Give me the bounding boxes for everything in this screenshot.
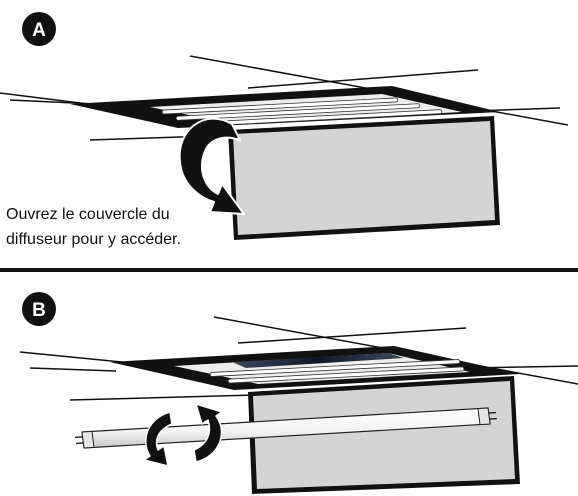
fixture-frame-b — [110, 346, 520, 390]
panel-a: A — [0, 12, 569, 248]
diffuser-lid-a — [228, 116, 500, 240]
badge-b: B — [22, 292, 56, 326]
tubes-a — [161, 97, 443, 127]
tubes-b — [209, 359, 465, 384]
curved-down-arrow-icon — [178, 117, 245, 215]
badge-a-label: A — [32, 20, 46, 41]
fluorescent-tube — [74, 407, 498, 449]
badge-a: A — [22, 12, 56, 46]
caption-a-line2: diffuseur pour y accéder. — [6, 231, 181, 248]
badge-b-label: B — [32, 300, 46, 321]
caption-a: Ouvrez le couvercle du diffuseur pour y … — [6, 206, 181, 248]
caption-a-line1: Ouvrez le couvercle du — [6, 206, 170, 223]
diffuser-lid-b — [248, 376, 520, 494]
fixture-frame-a — [70, 86, 500, 128]
panel-b: B — [19, 292, 578, 494]
rotate-arrows-icon — [143, 403, 223, 467]
